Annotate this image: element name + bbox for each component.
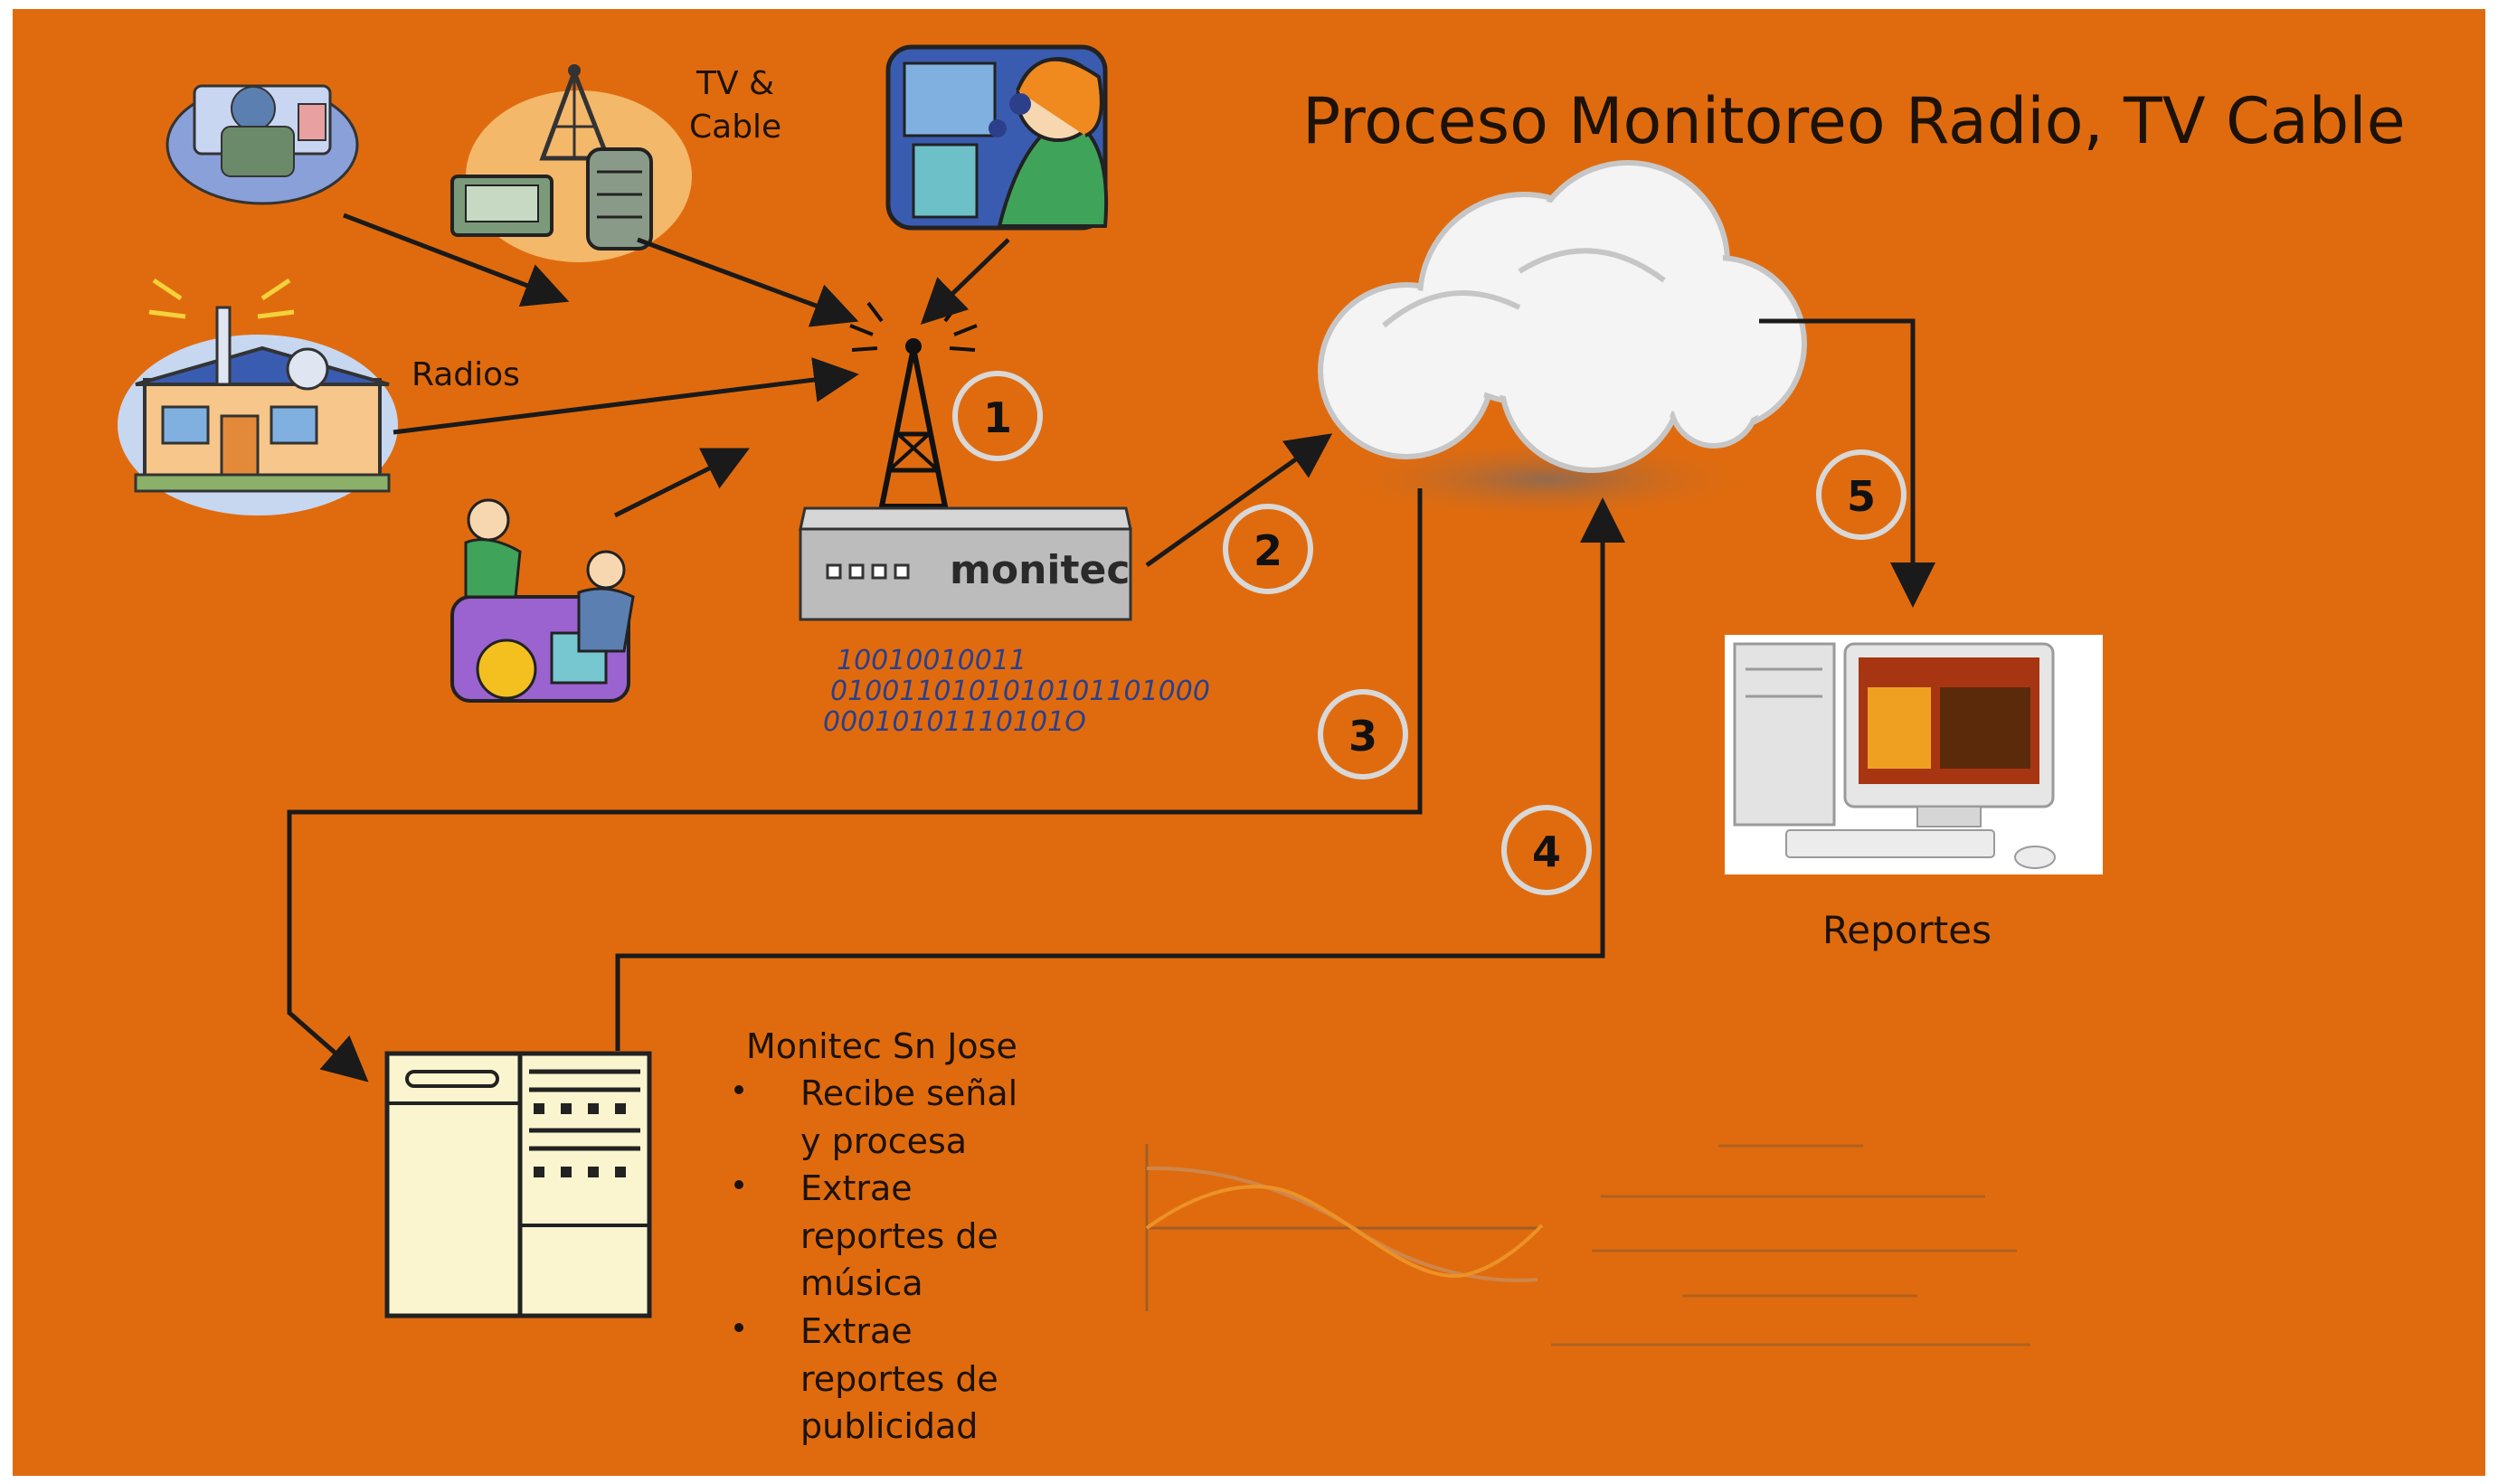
step-marker-2: 2	[1223, 504, 1313, 594]
flow-arrows	[287, 213, 1935, 1082]
step-marker-5: 5	[1816, 449, 1907, 540]
bullet-1-line-2: y procesa	[800, 1121, 967, 1161]
step-number-3: 3	[1348, 712, 1377, 761]
step-marker-4: 4	[1501, 805, 1592, 895]
server-rack-icon	[384, 1051, 652, 1319]
tv-cable-antenna-icon	[450, 64, 692, 262]
bullet-3-line-3: publicidad	[800, 1406, 978, 1446]
radios-label: Radios	[412, 356, 520, 393]
antenna-tower-icon	[849, 301, 978, 509]
waveform-graph-decoration	[1145, 1144, 1544, 1311]
bullet-2-line-3: música	[800, 1263, 923, 1303]
arrow-radios-to-tower	[393, 357, 859, 435]
computer-monitor-icon	[1725, 635, 2103, 874]
device-label: monitec	[950, 547, 1130, 593]
diagram-title: Proceso Monitoreo Radio, TV Cable	[1302, 84, 2406, 158]
cloud-icon	[1318, 160, 1807, 523]
arrow-cloud-to-server	[287, 488, 1423, 1082]
arrow-people-to-tower	[613, 448, 750, 518]
news-reporter-icon	[166, 84, 359, 205]
tv-cable-label-line2: Cable	[689, 109, 781, 146]
bullet-2-line-2: reportes de	[800, 1216, 998, 1256]
arrow-reporter-to-tvcable	[343, 213, 570, 307]
arrow-device-to-cloud	[1145, 433, 1333, 568]
binary-line-3: 00010101110101O	[823, 706, 1086, 738]
bullet-3-line-1: Extrae	[800, 1311, 913, 1351]
monitec-device: monitec	[799, 506, 1132, 621]
arrow-server-to-cloud	[615, 497, 1625, 1051]
people-talking-icon	[450, 498, 635, 703]
site-bullets: Recibe señal y procesa Extrae reportes d…	[734, 1073, 1017, 1446]
step-number-1: 1	[983, 393, 1012, 442]
site-title: Monitec Sn Jose	[746, 1026, 1017, 1066]
step-marker-1: 1	[952, 371, 1043, 461]
broadcaster-headset-icon	[885, 44, 1109, 231]
step-number-2: 2	[1254, 526, 1282, 575]
radio-station-icon	[118, 278, 398, 515]
step-number-4: 4	[1532, 827, 1561, 876]
bullet-2-line-1: Extrae	[800, 1168, 913, 1208]
step-number-5: 5	[1847, 472, 1876, 521]
reportes-label: Reportes	[1822, 908, 1992, 952]
arrow-broadcaster-to-tower	[920, 238, 1010, 325]
tv-cable-label-line1: TV &	[695, 65, 774, 102]
bullet-1-line-1: Recibe señal	[800, 1073, 1017, 1113]
arrow-tvcable-to-tower	[637, 237, 859, 327]
step-marker-3: 3	[1318, 689, 1408, 780]
arrow-cloud-to-reportes	[1759, 318, 1935, 608]
formula-decoration	[1551, 1144, 2030, 1347]
binary-line-2: 0100110101010101101000	[830, 676, 1210, 707]
binary-line-1: 10010010011	[837, 645, 1027, 676]
bullet-3-line-2: reportes de	[800, 1359, 998, 1399]
